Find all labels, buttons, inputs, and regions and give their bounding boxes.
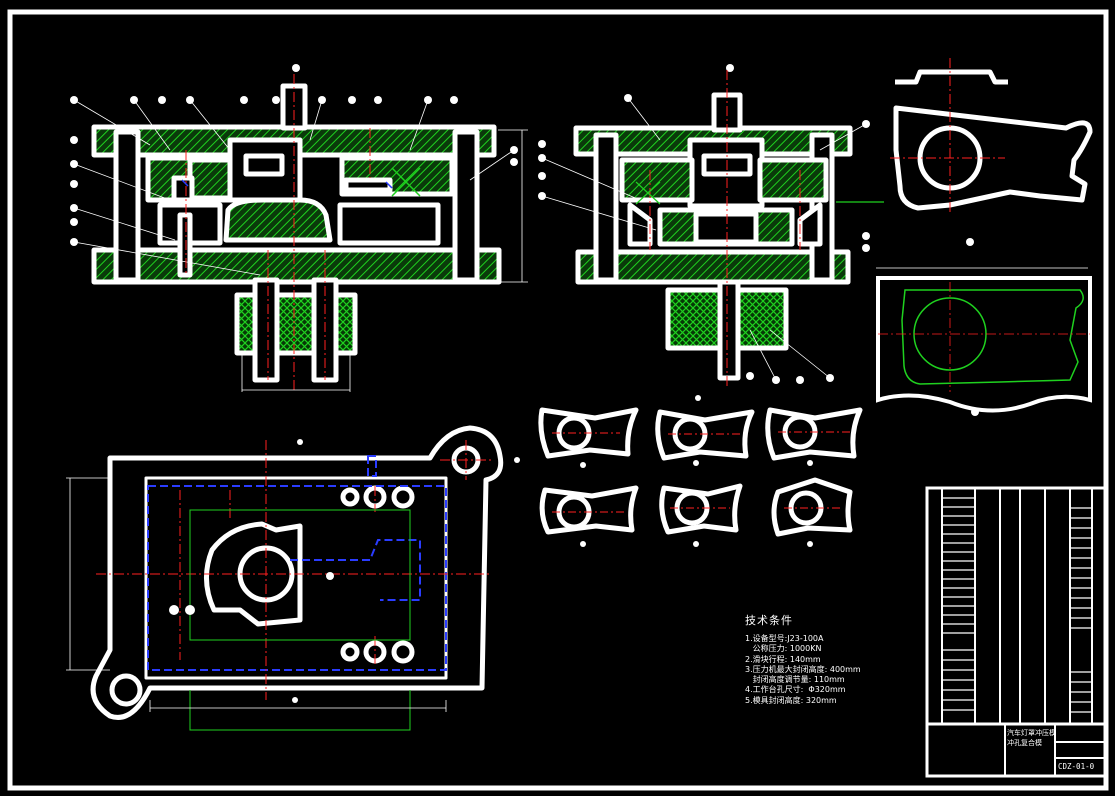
parts-list-rows [942,497,1092,713]
title-block-name-line2: 冲孔复合模 [1007,739,1042,747]
drawing-code: CDZ-01-0 [1058,762,1095,771]
requirement-line: 4.工作台孔尺寸: Φ320mm [745,685,846,695]
requirement-line: 5.模具封闭高度: 320mm [745,695,837,705]
plan-hidden-lines [147,455,447,671]
strip-layout-shapes [538,407,863,537]
requirement-line: 1.设备型号:J23-100A [745,634,824,643]
dimensions-main-view [241,129,528,392]
technical-requirements-title: 技术条件 [745,614,793,627]
leaders-side-view [541,97,867,381]
requirement-line: 2.滑块行程: 140mm [745,654,821,664]
main-section-view [91,83,502,383]
centerlines-main-view [185,74,371,392]
part-detail-view [876,267,1092,416]
requirement-line: 公称压力: 1000KN [745,644,822,654]
title-block-name: 汽车灯罩冲压模 冲孔复合模 [1007,728,1055,748]
plan-view [90,425,504,720]
leaders-main-view [73,99,515,276]
title-block-name-line1: 汽车灯罩冲压模 [1007,729,1055,737]
drawing-border [7,9,1109,791]
requirement-line: 3.压力机最大封闭高度: 400mm [745,664,861,674]
side-section-view [573,92,853,381]
technical-requirements: 技术条件 1.设备型号:J23-100A 公称压力: 1000KN 2.滑块行程… [745,612,861,706]
part-top-view [893,69,1093,211]
parts-list-table [925,486,1109,778]
requirement-line: 封闭高度调节量: 110mm [745,675,845,685]
